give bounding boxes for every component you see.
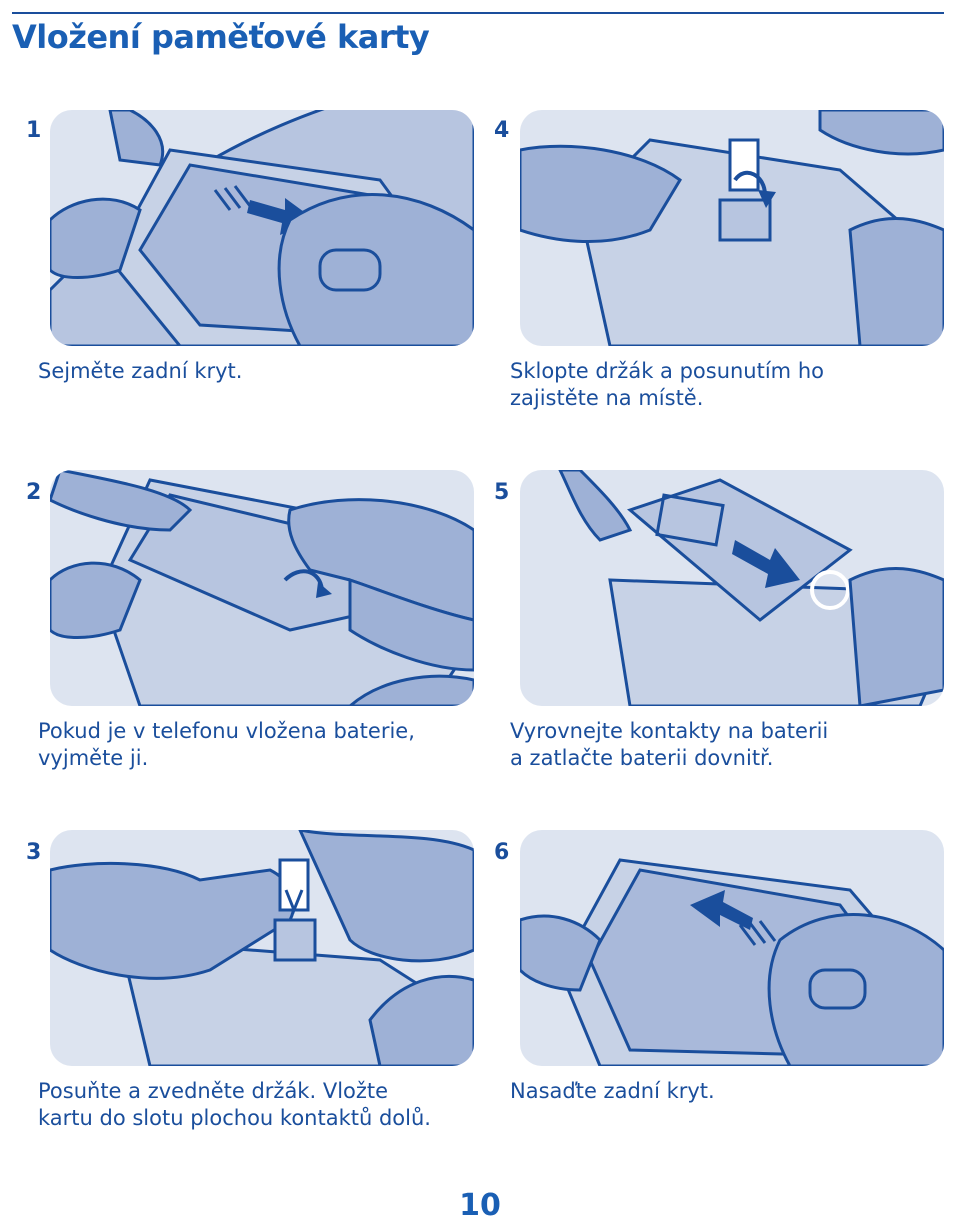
replace-back-cover-illustration — [520, 858, 944, 1066]
step-4-caption: Sklopte držák a posunutím ho zajistěte n… — [510, 358, 950, 412]
caption-line: vyjměte ji. — [38, 746, 149, 770]
caption-line: a zatlačte baterii dovnitř. — [510, 746, 774, 770]
step-2-illustration — [50, 470, 474, 706]
caption-line: Nasaďte zadní kryt. — [510, 1079, 715, 1103]
memory-card-icon — [728, 138, 760, 192]
step-5-caption: Vyrovnejte kontakty na baterii a zatlačt… — [510, 718, 950, 772]
caption-line: zajistěte na místě. — [510, 386, 704, 410]
contacts-highlight — [810, 570, 850, 610]
step-3-caption: Posuňte a zvedněte držák. Vložte kartu d… — [38, 1078, 478, 1132]
step-6-number: 6 — [494, 840, 510, 865]
arrow-left-icon — [690, 890, 753, 930]
caption-line: Posuňte a zvedněte držák. Vložte — [38, 1079, 389, 1103]
ridges-icon — [213, 185, 252, 211]
step-2-number: 2 — [26, 480, 42, 505]
step-5-number: 5 — [494, 480, 510, 505]
remove-battery-illustration — [50, 470, 474, 706]
step-1-illustration — [50, 110, 474, 346]
step-4-illustration — [520, 110, 944, 346]
caption-line: Vyrovnejte kontakty na baterii — [510, 719, 829, 743]
step-1-caption: Sejměte zadní kryt. — [38, 358, 478, 385]
lock-holder-illustration — [520, 110, 944, 346]
insert-card-illustration — [50, 830, 474, 1066]
page-number: 10 — [459, 1188, 501, 1223]
arrow-down-icon — [284, 889, 304, 915]
step-6-illustration — [520, 830, 944, 1066]
page-title: Vložení paměťové karty — [12, 18, 430, 56]
ridges-icon — [738, 920, 777, 946]
step-1-number: 1 — [26, 118, 42, 143]
insert-battery-illustration — [558, 470, 944, 706]
memory-card-icon — [278, 858, 310, 912]
step-5-illustration — [520, 470, 944, 706]
step-3-illustration — [50, 830, 474, 1066]
step-2-caption: Pokud je v telefonu vložena baterie, vyj… — [38, 718, 478, 772]
step-4-number: 4 — [494, 118, 510, 143]
caption-line: kartu do slotu plochou kontaktů dolů. — [38, 1106, 431, 1130]
step-3-number: 3 — [26, 840, 42, 865]
remove-back-cover-illustration — [50, 110, 474, 346]
top-rule — [12, 12, 944, 14]
caption-line: Sejměte zadní kryt. — [38, 359, 243, 383]
arrow-right-icon — [732, 540, 800, 588]
step-6-caption: Nasaďte zadní kryt. — [510, 1078, 950, 1105]
rotate-arrow-icon — [733, 170, 767, 196]
caption-line: Sklopte držák a posunutím ho — [510, 359, 824, 383]
caption-line: Pokud je v telefonu vložena baterie, — [38, 719, 415, 743]
